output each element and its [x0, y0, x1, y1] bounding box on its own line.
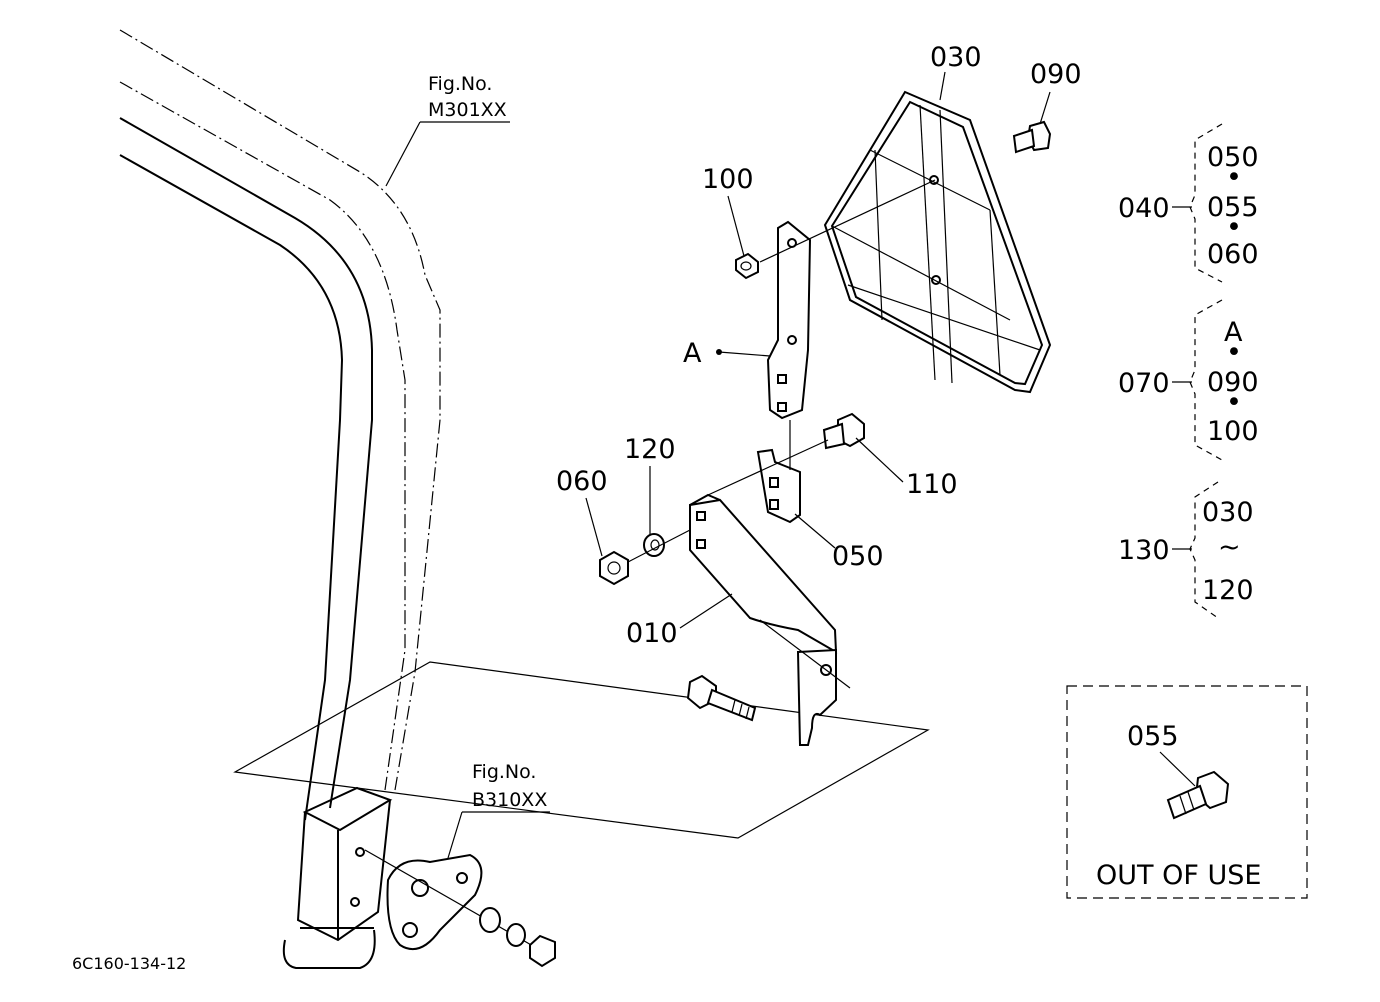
floor-plane — [233, 661, 930, 839]
label-090: 090 — [1030, 59, 1082, 90]
svg-text:•: • — [1226, 387, 1242, 418]
group-130: 130 030 ~ 120 — [1118, 481, 1254, 619]
svg-text:030: 030 — [1202, 497, 1254, 528]
svg-text:070: 070 — [1118, 368, 1170, 399]
label-120: 120 — [624, 434, 676, 465]
stay-bracket-a — [759, 179, 936, 420]
bolt-floor — [686, 674, 757, 722]
svg-text:OUT OF USE: OUT OF USE — [1096, 860, 1261, 891]
label-100: 100 — [702, 164, 754, 195]
svg-text:055: 055 — [1207, 192, 1259, 223]
svg-text:050: 050 — [1207, 142, 1259, 173]
svg-text:090: 090 — [1207, 367, 1259, 398]
svg-text:Fig.No.: Fig.No. — [472, 761, 536, 783]
svg-text:M301XX: M301XX — [428, 99, 507, 121]
svg-text:060: 060 — [1207, 239, 1259, 270]
label-050: 050 — [832, 541, 884, 572]
label-a: A — [683, 338, 702, 369]
bolt-110 — [707, 412, 865, 496]
sign-plate-030 — [823, 90, 1052, 394]
callouts: 030 090 100 A 120 060 110 050 010 — [556, 42, 1082, 649]
svg-text:Fig.No.: Fig.No. — [428, 73, 492, 95]
svg-text:120: 120 — [1202, 575, 1254, 606]
svg-text:055: 055 — [1127, 721, 1179, 752]
svg-text:040: 040 — [1118, 193, 1170, 224]
svg-text:100: 100 — [1207, 416, 1259, 447]
fig-ref-b310xx: Fig.No. B310XX — [447, 761, 550, 859]
svg-text:•: • — [1226, 337, 1242, 368]
fig-ref-m301xx: Fig.No. M301XX — [385, 73, 510, 187]
nut-100 — [735, 252, 759, 280]
svg-text:130: 130 — [1118, 535, 1170, 566]
rops-frame — [119, 29, 441, 969]
base-plate — [364, 849, 556, 968]
label-110: 110 — [906, 469, 958, 500]
svg-text:•: • — [1226, 162, 1242, 193]
label-060: 060 — [556, 466, 608, 497]
svg-text:•: • — [1226, 212, 1242, 243]
nut-060 — [599, 529, 691, 586]
clamp-050 — [756, 420, 801, 524]
bolt-090 — [1012, 120, 1052, 154]
svg-text:A: A — [1224, 317, 1243, 348]
diagram-code: 6C160-134-12 — [72, 954, 186, 973]
label-030: 030 — [930, 42, 982, 73]
out-of-use-box: 055 OUT OF USE — [1066, 685, 1308, 899]
group-070: 070 A • 090 • 100 — [1118, 299, 1259, 461]
svg-text:~: ~ — [1218, 532, 1241, 563]
svg-text:B310XX: B310XX — [472, 789, 547, 811]
bracket-010 — [689, 493, 851, 746]
group-040: 040 050 • 055 • 060 — [1118, 123, 1259, 283]
label-010: 010 — [626, 618, 678, 649]
